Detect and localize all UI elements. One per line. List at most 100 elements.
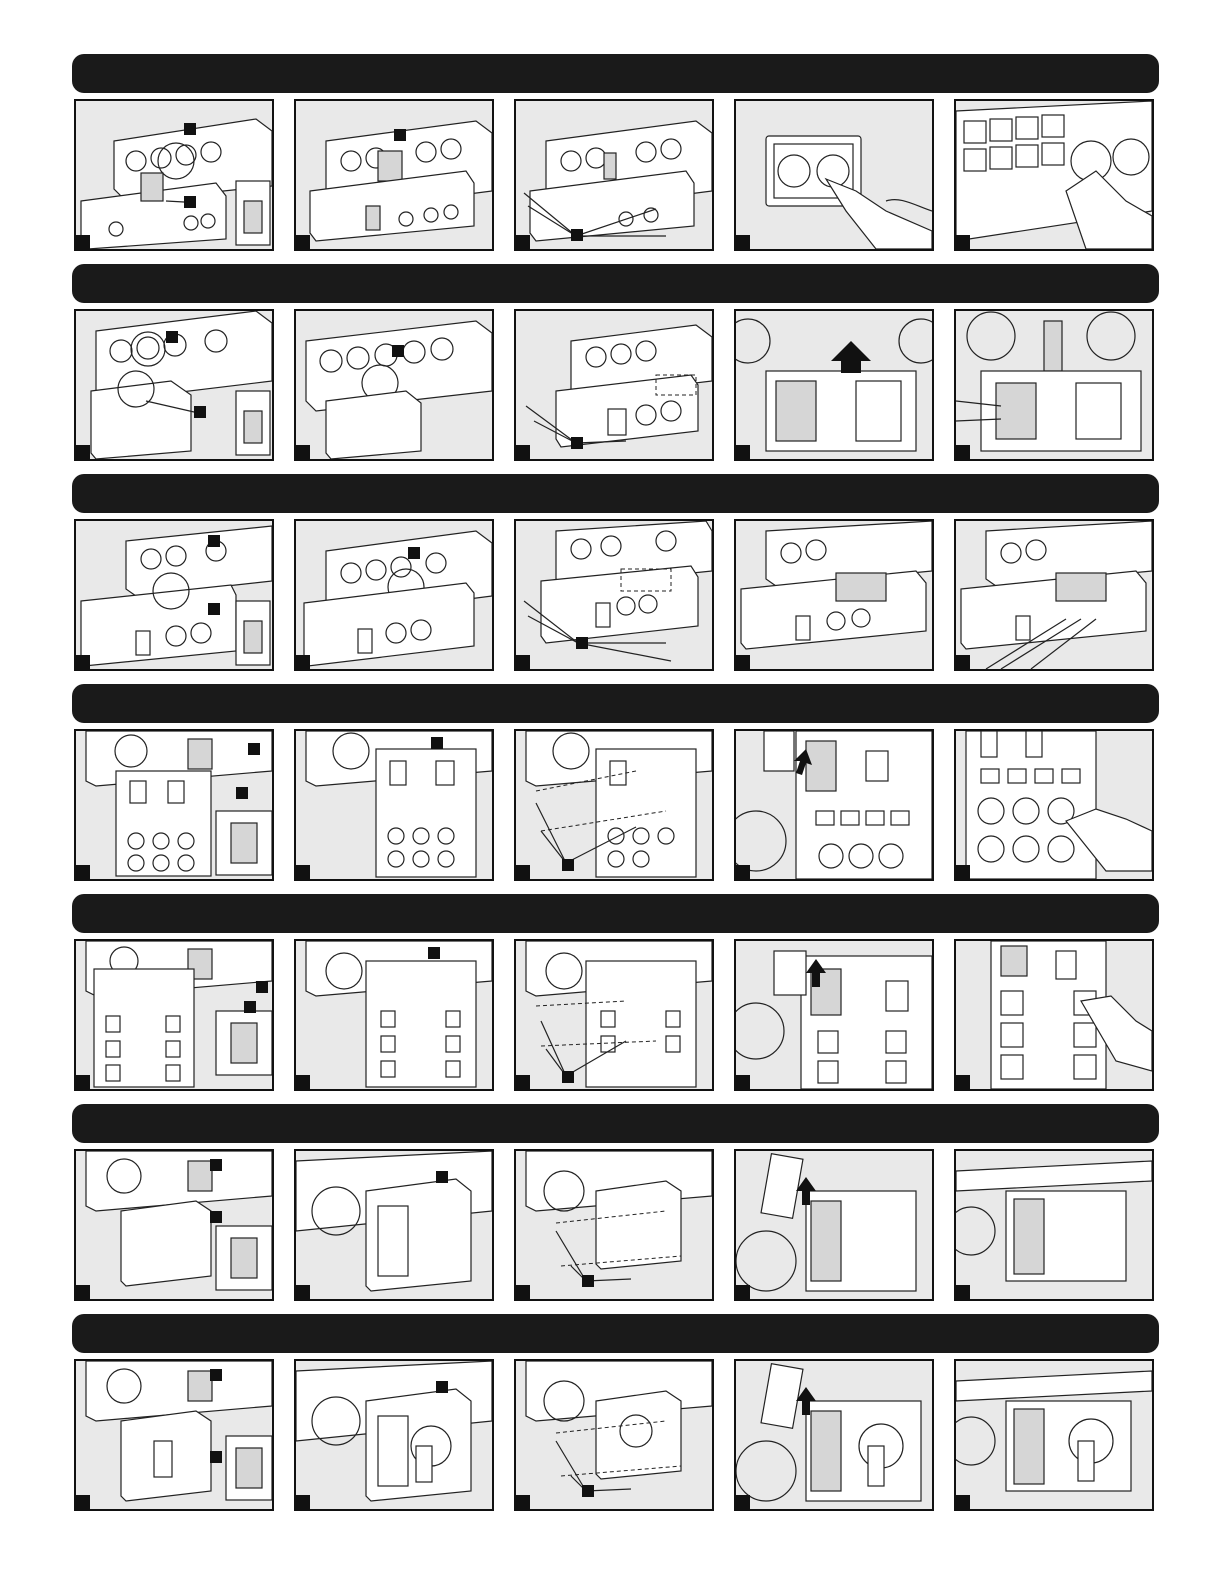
outlet-module-plug-illustration: [956, 731, 1152, 879]
ups-hardwire-module-illustration: [516, 1151, 712, 1299]
ups-hardwire-module-illustration: [296, 1151, 492, 1299]
ups-outlet-module-illustration: [76, 941, 272, 1089]
step-panel: [74, 519, 274, 671]
step-panel: [294, 1149, 494, 1301]
step-number-marker: [956, 235, 970, 249]
ups-outlet-module-illustration: [296, 941, 492, 1089]
step-panel: [514, 1149, 714, 1301]
step-panel: [294, 729, 494, 881]
step-panel: [294, 99, 494, 251]
step-panel: [734, 309, 934, 461]
step-number-marker: [956, 865, 970, 879]
ups-hardwire-module-illustration: [516, 521, 712, 669]
step-panel: [74, 729, 274, 881]
ups-hardwire-module-illustration: [76, 521, 272, 669]
step-panel: [514, 939, 714, 1091]
step-number-marker: [296, 235, 310, 249]
step-number-marker: [736, 655, 750, 669]
section-banner: [72, 474, 1159, 513]
step-number-marker: [296, 865, 310, 879]
outlet-module-plug-illustration: [956, 101, 1152, 249]
ups-hardwire-module-illustration: [956, 521, 1152, 669]
step-panel: [514, 1359, 714, 1511]
terminal-block-cover-removal-illustration: [736, 311, 932, 459]
step-panel: [74, 939, 274, 1091]
step-panel: [294, 519, 494, 671]
step-panel: [954, 1149, 1154, 1301]
step-number-marker: [76, 865, 90, 879]
step-number-marker: [516, 445, 530, 459]
section-banner: [72, 264, 1159, 303]
ups-hardwire-module-illustration: [76, 311, 272, 459]
ups-hardwire-module-illustration: [736, 521, 932, 669]
step-panel: [954, 99, 1154, 251]
terminal-block-wiring-illustration: [956, 311, 1152, 459]
step-number-marker: [296, 1075, 310, 1089]
step-number-marker: [736, 1495, 750, 1509]
hardwire-terminal-illustration: [956, 1151, 1152, 1299]
step-number-marker: [76, 655, 90, 669]
step-number-marker: [956, 655, 970, 669]
step-number-marker: [296, 445, 310, 459]
step-number-marker: [956, 1495, 970, 1509]
ups-disconnect-module-illustration: [516, 1361, 712, 1509]
wall-outlet-plug-illustration: [736, 101, 932, 249]
step-panel: [954, 939, 1154, 1091]
ups-disconnect-module-illustration: [76, 1361, 272, 1509]
ups-hardwire-module-illustration: [296, 311, 492, 459]
step-number-marker: [296, 655, 310, 669]
step-number-marker: [76, 1285, 90, 1299]
outlet-module-plug-illustration: [956, 941, 1152, 1089]
step-number-marker: [516, 1075, 530, 1089]
step-panel: [514, 729, 714, 881]
step-panel: [954, 1359, 1154, 1511]
step-number-marker: [516, 1495, 530, 1509]
step-number-marker: [736, 865, 750, 879]
ups-hardwire-module-illustration: [516, 311, 712, 459]
step-number-marker: [736, 1075, 750, 1089]
ups-outlet-module-illustration: [516, 941, 712, 1089]
section-banner: [72, 54, 1159, 93]
step-number-marker: [516, 655, 530, 669]
step-panel: [74, 309, 274, 461]
ups-hardwire-module-illustration: [296, 101, 492, 249]
outlet-module-cover-removal-illustration: [736, 731, 932, 879]
step-number-marker: [956, 1075, 970, 1089]
step-panel: [294, 309, 494, 461]
ups-hardwire-module-illustration: [76, 1151, 272, 1299]
step-panel: [294, 1359, 494, 1511]
step-number-marker: [296, 1495, 310, 1509]
step-panel: [734, 939, 934, 1091]
section-banner: [72, 1314, 1159, 1353]
step-panel: [514, 519, 714, 671]
ups-outlet-module-illustration: [296, 731, 492, 879]
step-number-marker: [76, 1495, 90, 1509]
step-panel: [74, 99, 274, 251]
step-panel: [514, 309, 714, 461]
step-panel: [954, 309, 1154, 461]
step-number-marker: [736, 235, 750, 249]
section-banner: [72, 1104, 1159, 1143]
step-number-marker: [516, 1285, 530, 1299]
step-panel: [74, 1359, 274, 1511]
disconnect-cover-removal-illustration: [736, 1361, 932, 1509]
step-number-marker: [296, 1285, 310, 1299]
step-number-marker: [76, 235, 90, 249]
step-number-marker: [516, 235, 530, 249]
ups-outlet-module-illustration: [76, 731, 272, 879]
step-panel: [734, 1149, 934, 1301]
ups-hardwire-module-illustration: [76, 101, 272, 249]
section-banner: [72, 684, 1159, 723]
step-number-marker: [736, 445, 750, 459]
step-panel: [954, 729, 1154, 881]
step-number-marker: [76, 445, 90, 459]
ups-outlet-module-illustration: [516, 731, 712, 879]
step-panel: [954, 519, 1154, 671]
section-banner: [72, 894, 1159, 933]
step-panel: [734, 729, 934, 881]
ups-hardwire-module-illustration: [516, 101, 712, 249]
step-number-marker: [956, 1285, 970, 1299]
step-panel: [734, 1359, 934, 1511]
hardwire-cover-removal-illustration: [736, 1151, 932, 1299]
disconnect-terminal-illustration: [956, 1361, 1152, 1509]
